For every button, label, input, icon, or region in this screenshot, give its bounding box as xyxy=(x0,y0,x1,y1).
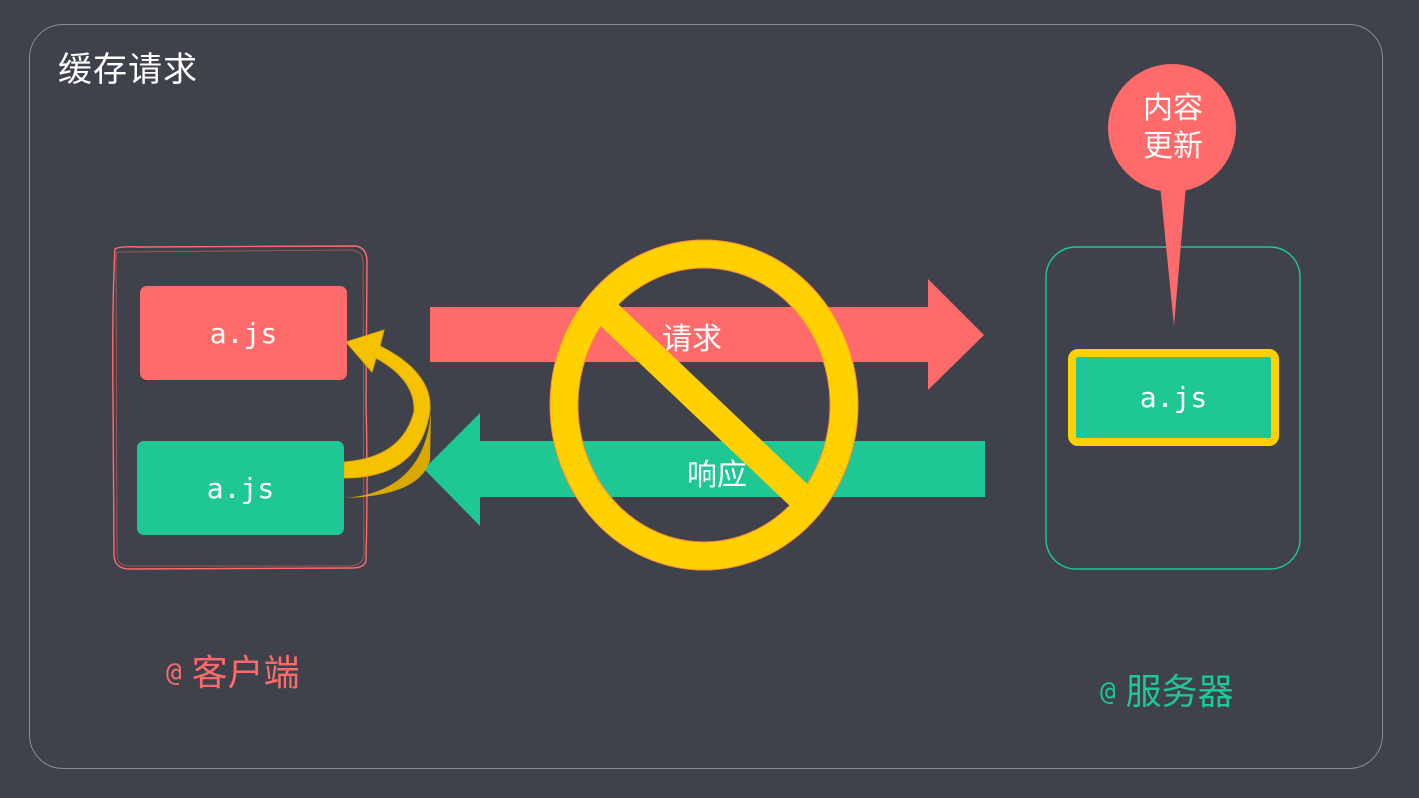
bubble-line-2: 更新 xyxy=(1143,129,1203,164)
slide-frame xyxy=(29,24,1383,769)
client-label-text: 客户端 xyxy=(191,653,300,694)
client-at-symbol: @ xyxy=(166,658,182,688)
speech-bubble-icon xyxy=(1108,64,1236,326)
server-label-text: 服务器 xyxy=(1125,672,1234,713)
request-label: 请求 xyxy=(662,322,722,357)
slide-title: 缓存请求 xyxy=(58,50,198,90)
response-label: 响应 xyxy=(687,458,747,493)
server-label: @ 服务器 xyxy=(1100,663,1234,715)
client-label: @ 客户端 xyxy=(166,644,300,696)
client-cached-file: a.js xyxy=(140,286,347,380)
server-at-symbol: @ xyxy=(1100,677,1116,707)
bubble-line-1: 内容 xyxy=(1143,91,1203,126)
client-container xyxy=(112,245,368,570)
request-arrow xyxy=(430,279,984,390)
server-file: a.js xyxy=(1068,349,1279,446)
curved-arrow-icon xyxy=(343,329,431,479)
client-new-file: a.js xyxy=(137,441,344,535)
prohibited-icon xyxy=(549,239,859,571)
bubble-label: 内容 更新 xyxy=(1110,90,1236,166)
